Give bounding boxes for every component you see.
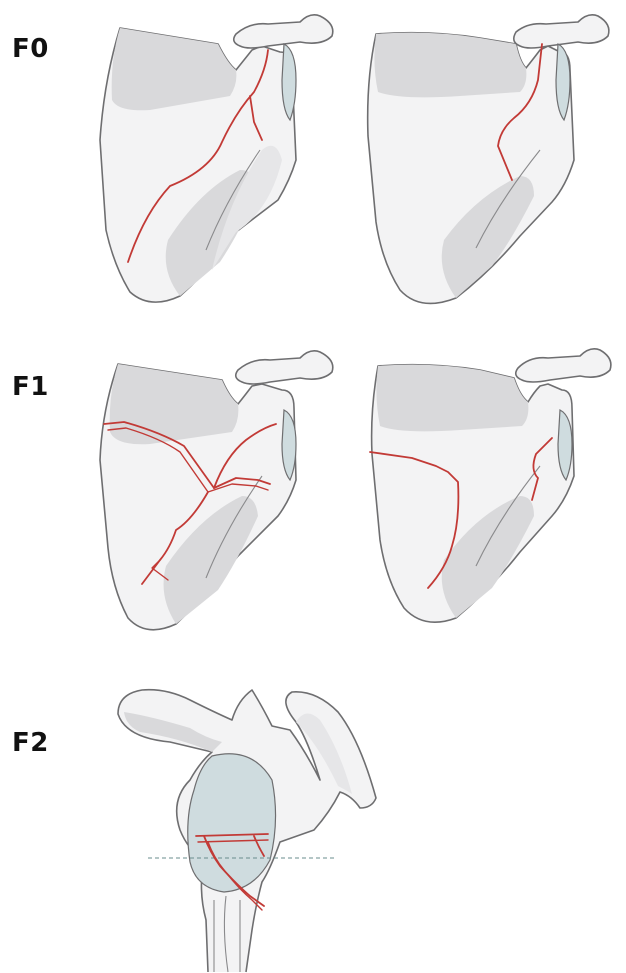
f1-scapula-right	[372, 349, 611, 622]
f2-scapula-lateral	[118, 690, 376, 972]
f0-scapula-left	[100, 15, 333, 302]
f0-scapula-right	[368, 15, 609, 304]
f1-scapula-left	[100, 351, 333, 630]
